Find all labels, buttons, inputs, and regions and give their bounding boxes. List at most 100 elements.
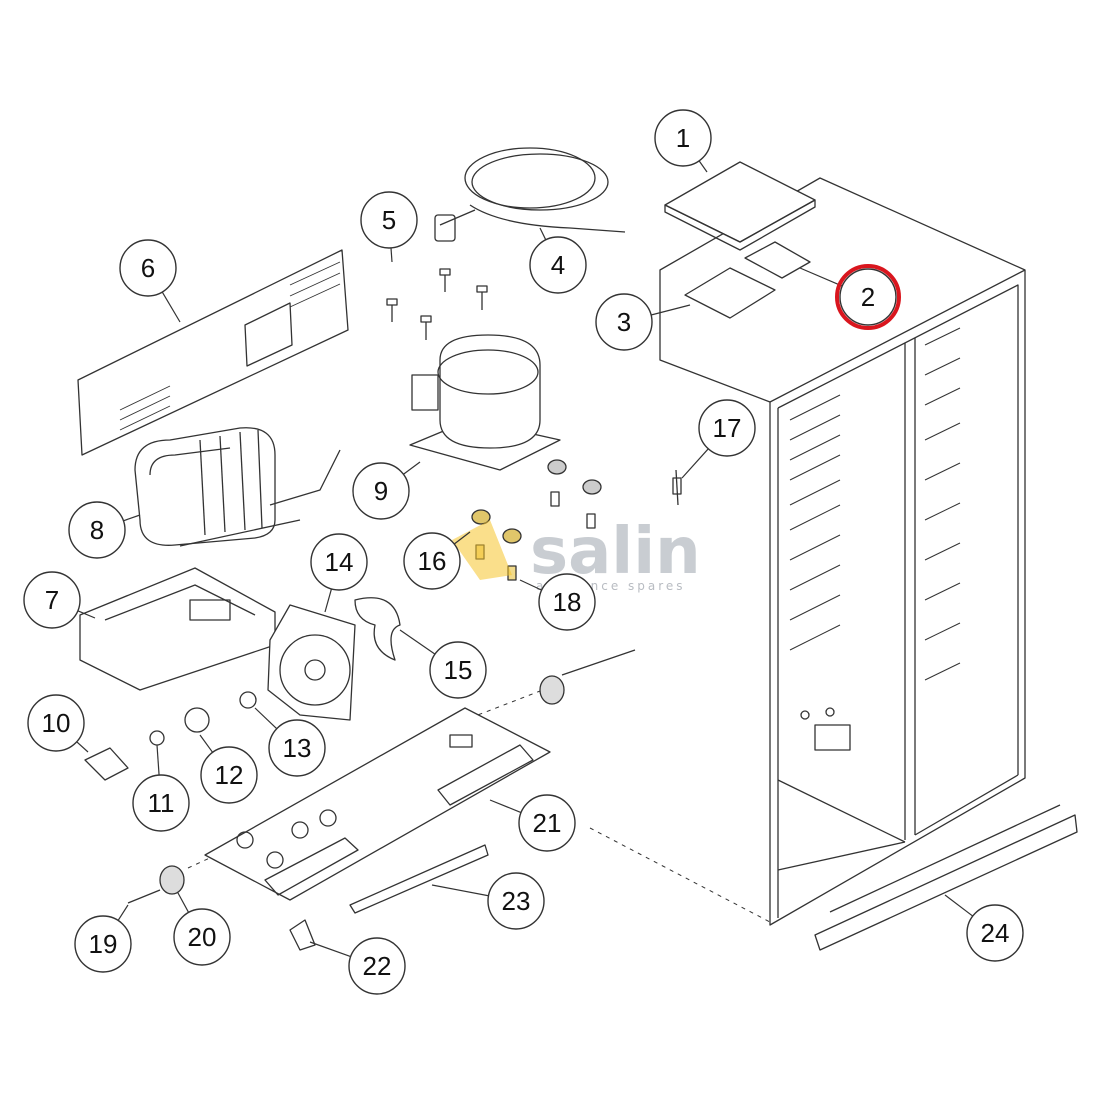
highlight-ring [835,264,901,330]
callout-bubble [518,794,576,852]
leader-line-14 [324,588,333,613]
callout-number: 21 [533,808,562,838]
leader-line-13 [254,707,278,730]
leader-line-12 [199,734,214,753]
callout-bubble [27,694,85,752]
callout-19: 19 [74,915,132,973]
fan-drawing [267,597,401,721]
callout-number: 6 [141,253,155,283]
tray-drawing [79,567,276,691]
callout-number: 7 [45,585,59,615]
callout-number: 17 [713,413,742,443]
power-cord-drawing [434,147,626,242]
brackets-drawing [289,804,1078,951]
leader-line-17 [681,448,709,479]
leader-line-2 [799,267,843,287]
callout-number: 9 [374,476,388,506]
callout-number: 16 [418,546,447,576]
callout-20: 20 [173,908,231,966]
callout-bubble [68,501,126,559]
callout-6: 6 [119,239,177,297]
leader-line-22 [309,941,351,958]
base-plate-drawing [127,649,636,904]
callout-number: 1 [676,123,690,153]
callout-bubble [698,399,756,457]
callout-14: 14 [310,533,368,591]
callout-number: 24 [981,918,1010,948]
callout-11: 11 [132,774,190,832]
small-parts-drawing [84,691,257,781]
callout-number: 23 [502,886,531,916]
cabinet-drawing [187,161,1026,926]
leader-line-18 [519,579,542,591]
leader-line-15 [399,629,436,655]
callout-bubble [538,573,596,631]
leader-line-16 [453,531,471,545]
callout-1: 1 [654,109,712,167]
leader-line-21 [489,799,522,814]
callout-bubble [352,462,410,520]
callout-bubble [966,904,1024,962]
leader-line-5 [390,247,393,263]
callout-bubble [268,719,326,777]
callout-bubble [200,746,258,804]
callout-bubble [595,293,653,351]
callout-12: 12 [200,746,258,804]
callout-number: 18 [553,587,582,617]
callout-bubble [132,774,190,832]
callout-7: 7 [23,571,81,629]
callout-5: 5 [360,191,418,249]
callout-number: 14 [325,547,354,577]
callout-bubble [23,571,81,629]
callout-bubble [429,641,487,699]
leader-line-3 [650,304,691,316]
callout-13: 13 [268,719,326,777]
callout-bubble [654,109,712,167]
callout-number: 5 [382,205,396,235]
callout-bubble [403,532,461,590]
leader-line-6 [161,291,181,323]
callout-bubble [348,937,406,995]
callout-number: 11 [148,788,175,818]
callout-17: 17 [698,399,756,457]
callout-21: 21 [518,794,576,852]
callout-bubble [360,191,418,249]
watermark-accent-mark [452,520,512,580]
callout-22: 22 [348,937,406,995]
callout-number: 22 [363,951,392,981]
callout-bubble [839,268,897,326]
callout-24: 24 [966,904,1024,962]
callout-15: 15 [429,641,487,699]
leader-line-8 [123,514,141,522]
callout-18: 18 [538,573,596,631]
leader-line-23 [431,884,489,897]
callout-bubble [74,915,132,973]
callout-number: 19 [89,929,118,959]
leader-line-20 [177,892,190,913]
leader-line-4 [539,227,547,241]
callout-bubble [487,872,545,930]
leader-lines [76,160,974,958]
fuse-drawing [672,469,682,506]
leader-line-11 [156,744,160,776]
condenser-coil-drawing [134,427,341,547]
leader-line-19 [117,904,129,921]
callout-number: 12 [215,760,244,790]
back-panel-drawing [77,249,349,456]
callout-number: 10 [42,708,71,738]
callout-3: 3 [595,293,653,351]
callout-number: 20 [188,922,217,952]
callout-16: 16 [403,532,461,590]
leader-line-7 [77,610,96,619]
callout-bubble [310,533,368,591]
leader-line-1 [698,160,708,173]
callout-4: 4 [529,236,587,294]
screws-drawing [386,268,488,340]
leader-line-9 [403,461,421,475]
callout-number: 15 [444,655,473,685]
callout-number: 2 [861,282,875,312]
callout-2: 2 [835,264,901,330]
